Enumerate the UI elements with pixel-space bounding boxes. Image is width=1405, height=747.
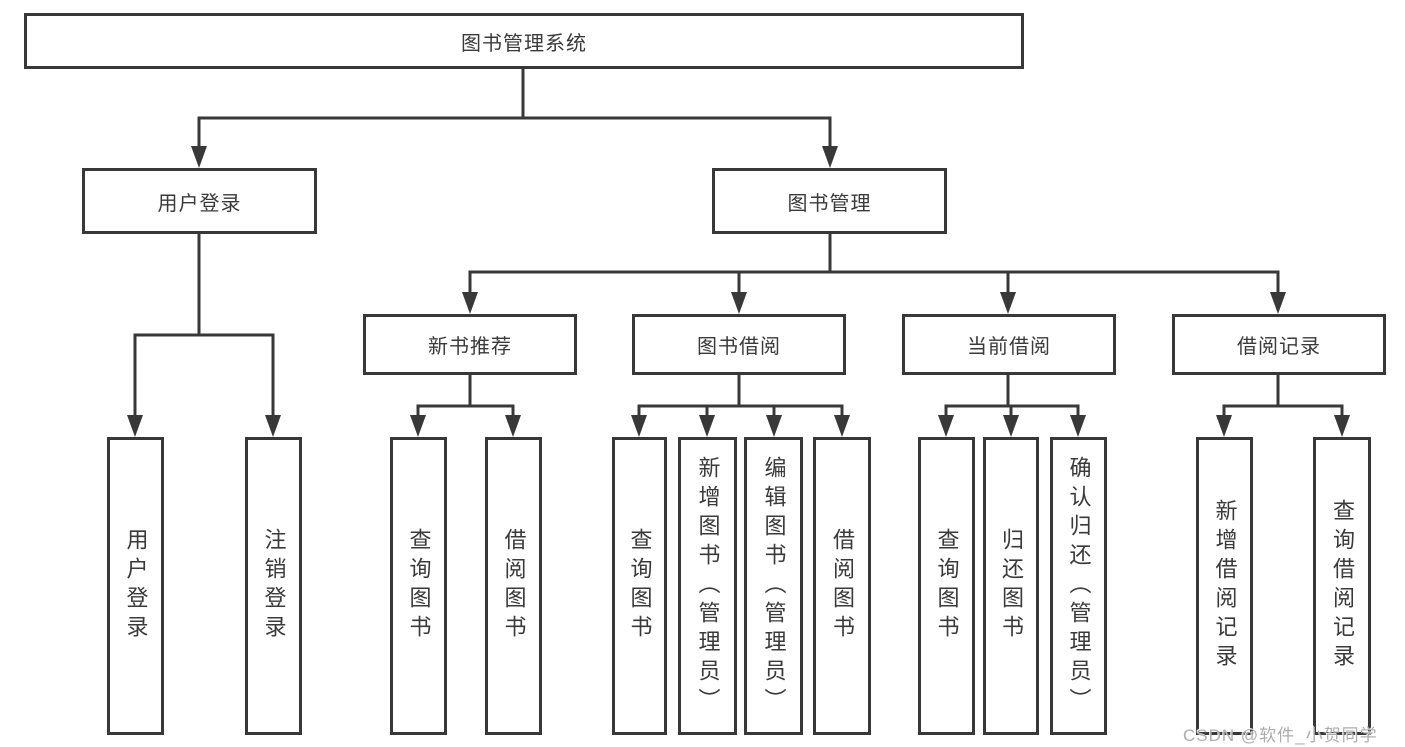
arrow-to-new-book: [462, 292, 478, 314]
leaf-add-borrow-record: 新增借阅记录: [1196, 437, 1253, 735]
arrow-leaf-d2: [1003, 415, 1019, 437]
leaf-add-book-admin-label: 新增图书（管理员）: [695, 455, 721, 717]
leaf-add-borrow-record-label: 新增借阅记录: [1212, 499, 1238, 673]
arrow-leaf-d3: [1070, 415, 1086, 437]
node-book-management-label: 图书管理: [787, 192, 872, 215]
connector-bookmgmt-split: [468, 270, 1280, 296]
leaf-confirm-return-admin: 确认归还（管理员）: [1050, 437, 1107, 735]
leaf-borrow-books-2-label: 借阅图书: [830, 528, 855, 644]
leaf-query-books-2-label: 查询图书: [627, 528, 653, 644]
leaf-query-books-1: 查询图书: [390, 437, 447, 735]
node-user-login-label: 用户登录: [157, 192, 242, 215]
leaf-confirm-return-admin-label: 确认归还（管理员）: [1066, 455, 1092, 717]
arrow-leaf-a2: [265, 415, 281, 437]
leaf-query-borrow-record-label: 查询借阅记录: [1330, 499, 1355, 673]
arrow-leaf-e1: [1216, 415, 1232, 437]
arrow-leaf-c2: [699, 415, 715, 437]
leaf-logout-label: 注销登录: [261, 528, 287, 644]
node-new-book-recommend: 新书推荐: [363, 314, 577, 375]
leaf-user-login: 用户登录: [107, 437, 164, 735]
arrow-leaf-c1: [631, 415, 647, 437]
node-root-label: 图书管理系统: [461, 32, 587, 55]
leaf-user-login-label: 用户登录: [123, 528, 149, 644]
leaf-query-books-1-label: 查询图书: [406, 528, 432, 644]
leaf-borrow-books-1: 借阅图书: [485, 437, 542, 735]
leaf-query-borrow-record: 查询借阅记录: [1313, 437, 1371, 735]
leaf-borrow-books-2: 借阅图书: [813, 437, 871, 735]
leaf-return-books-label: 归还图书: [999, 528, 1024, 644]
arrow-to-book-borrow: [731, 292, 747, 314]
arrow-leaf-c3: [766, 415, 782, 437]
node-book-management: 图书管理: [712, 168, 947, 234]
arrowheads: [127, 146, 1350, 437]
connector-root-split: [197, 116, 832, 150]
leaf-query-books-3-label: 查询图书: [934, 528, 960, 644]
leaf-edit-book-admin: 编辑图书（管理员）: [744, 437, 803, 735]
watermark: CSDN @软件_小贺同学: [1183, 726, 1378, 745]
connector-newbook-split: [416, 375, 515, 420]
arrow-leaf-b1: [410, 415, 426, 437]
connector-bookborrow-split: [637, 375, 844, 420]
arrow-to-current-borrow: [1000, 292, 1016, 314]
connector-userlogin-split: [133, 333, 275, 420]
connector-currentborrow-split: [944, 375, 1080, 420]
connector-records-split: [1222, 375, 1344, 420]
node-book-borrow: 图书借阅: [632, 314, 846, 375]
arrow-leaf-e2: [1334, 415, 1350, 437]
arrow-to-records: [1270, 292, 1286, 314]
leaf-add-book-admin: 新增图书（管理员）: [678, 437, 737, 735]
node-borrow-records-label: 借阅记录: [1237, 336, 1321, 358]
leaf-query-books-2: 查询图书: [612, 437, 667, 735]
arrow-leaf-b2: [505, 415, 521, 437]
arrow-leaf-c4: [834, 415, 850, 437]
node-current-borrow-label: 当前借阅: [967, 336, 1051, 358]
leaf-return-books: 归还图书: [983, 437, 1039, 735]
arrow-to-user-login: [191, 146, 207, 168]
leaf-query-books-3: 查询图书: [918, 437, 975, 735]
leaf-edit-book-admin-label: 编辑图书（管理员）: [761, 455, 787, 717]
arrow-leaf-d1: [938, 415, 954, 437]
arrow-to-book-mgmt: [822, 146, 838, 168]
node-user-login: 用户登录: [82, 168, 317, 234]
leaf-logout: 注销登录: [245, 437, 302, 735]
leaf-borrow-books-1-label: 借阅图书: [501, 528, 527, 644]
node-borrow-records: 借阅记录: [1172, 314, 1386, 375]
node-new-book-recommend-label: 新书推荐: [428, 336, 512, 358]
node-root: 图书管理系统: [24, 13, 1024, 69]
arrow-leaf-a1: [127, 415, 143, 437]
node-book-borrow-label: 图书借阅: [697, 336, 781, 358]
node-current-borrow: 当前借阅: [902, 314, 1116, 375]
